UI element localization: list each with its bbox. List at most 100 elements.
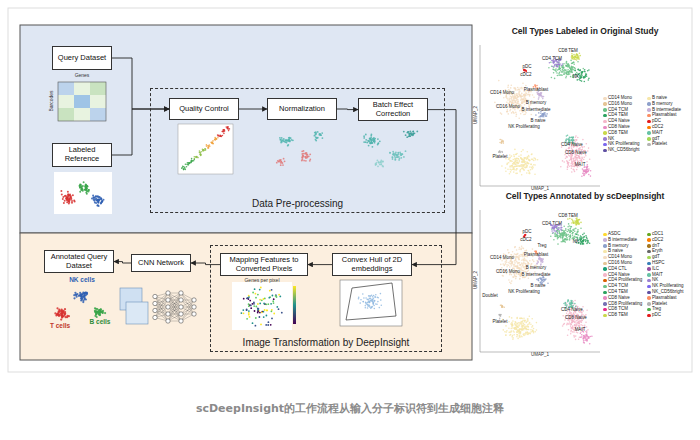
data-point	[191, 161, 193, 163]
data-point	[566, 65, 568, 67]
data-point	[520, 94, 522, 96]
data-point	[194, 156, 196, 158]
data-point	[185, 169, 187, 171]
data-point	[510, 87, 512, 89]
pixel	[249, 304, 251, 306]
data-point	[515, 116, 517, 118]
pixel	[253, 305, 255, 307]
data-point	[199, 152, 201, 154]
data-point	[398, 152, 400, 154]
data-point	[370, 308, 372, 310]
neuron	[179, 291, 183, 295]
data-point	[569, 137, 571, 139]
data-point	[533, 96, 535, 98]
data-point	[538, 95, 540, 97]
data-point	[287, 140, 289, 142]
data-point	[588, 168, 590, 170]
data-point	[520, 95, 522, 97]
data-point	[186, 166, 188, 168]
data-point	[279, 159, 281, 161]
data-point	[511, 102, 513, 104]
data-point	[513, 97, 515, 99]
data-point	[517, 158, 519, 160]
data-point	[227, 127, 229, 129]
data-point	[568, 66, 570, 68]
data-point	[568, 139, 570, 141]
data-point	[520, 100, 522, 102]
data-point	[64, 313, 66, 315]
data-point	[565, 69, 567, 71]
pixel	[257, 307, 259, 309]
data-point	[582, 157, 584, 159]
data-point	[56, 307, 58, 309]
data-point	[568, 162, 570, 164]
data-point	[215, 138, 217, 140]
data-point	[303, 150, 305, 152]
data-point	[557, 75, 559, 77]
data-point	[524, 104, 526, 106]
data-point	[66, 201, 68, 203]
data-point	[301, 153, 303, 155]
data-point	[571, 67, 573, 69]
data-point	[588, 174, 590, 176]
data-point	[568, 72, 570, 74]
data-point	[221, 136, 223, 138]
data-point	[98, 199, 100, 201]
data-point	[568, 147, 570, 149]
data-point	[514, 100, 516, 102]
data-point	[409, 133, 411, 135]
data-point	[398, 156, 400, 158]
data-point	[558, 64, 560, 66]
data-point	[513, 159, 515, 161]
data-point	[565, 157, 567, 159]
data-point	[282, 139, 284, 141]
data-point	[407, 131, 409, 133]
data-point	[214, 137, 216, 139]
data-point	[520, 113, 522, 115]
data-point	[515, 101, 517, 103]
data-point	[519, 95, 521, 97]
data-point	[208, 147, 210, 149]
data-point	[363, 301, 365, 303]
data-point	[302, 156, 304, 158]
data-point	[528, 93, 530, 95]
data-point	[380, 164, 382, 166]
data-point	[504, 265, 506, 267]
data-point	[577, 56, 579, 58]
data-point	[586, 143, 588, 145]
data-point	[359, 302, 361, 304]
data-point	[183, 169, 185, 171]
data-point	[542, 98, 544, 100]
data-point	[573, 59, 575, 61]
data-point	[284, 160, 286, 162]
data-point	[498, 152, 500, 154]
data-point	[587, 150, 589, 152]
data-point	[510, 96, 512, 98]
data-point	[524, 100, 526, 102]
qc-plot	[178, 124, 233, 174]
data-point	[371, 307, 373, 309]
shape	[58, 95, 74, 108]
data-point	[584, 71, 586, 73]
data-point	[525, 158, 527, 160]
data-point	[578, 155, 580, 157]
data-point	[586, 171, 588, 173]
data-point	[363, 297, 365, 299]
data-point	[571, 160, 573, 162]
data-point	[509, 157, 511, 159]
data-point	[522, 162, 524, 164]
data-point	[301, 156, 303, 158]
data-point	[568, 66, 570, 68]
data-point	[528, 278, 530, 280]
pixel	[268, 321, 270, 323]
data-point	[377, 301, 379, 303]
data-point	[579, 147, 581, 149]
data-point	[370, 139, 372, 141]
data-point	[542, 113, 544, 115]
data-point	[529, 166, 531, 168]
data-point	[82, 292, 84, 294]
pixel	[252, 303, 254, 305]
data-point	[585, 155, 587, 157]
data-point	[574, 56, 576, 58]
